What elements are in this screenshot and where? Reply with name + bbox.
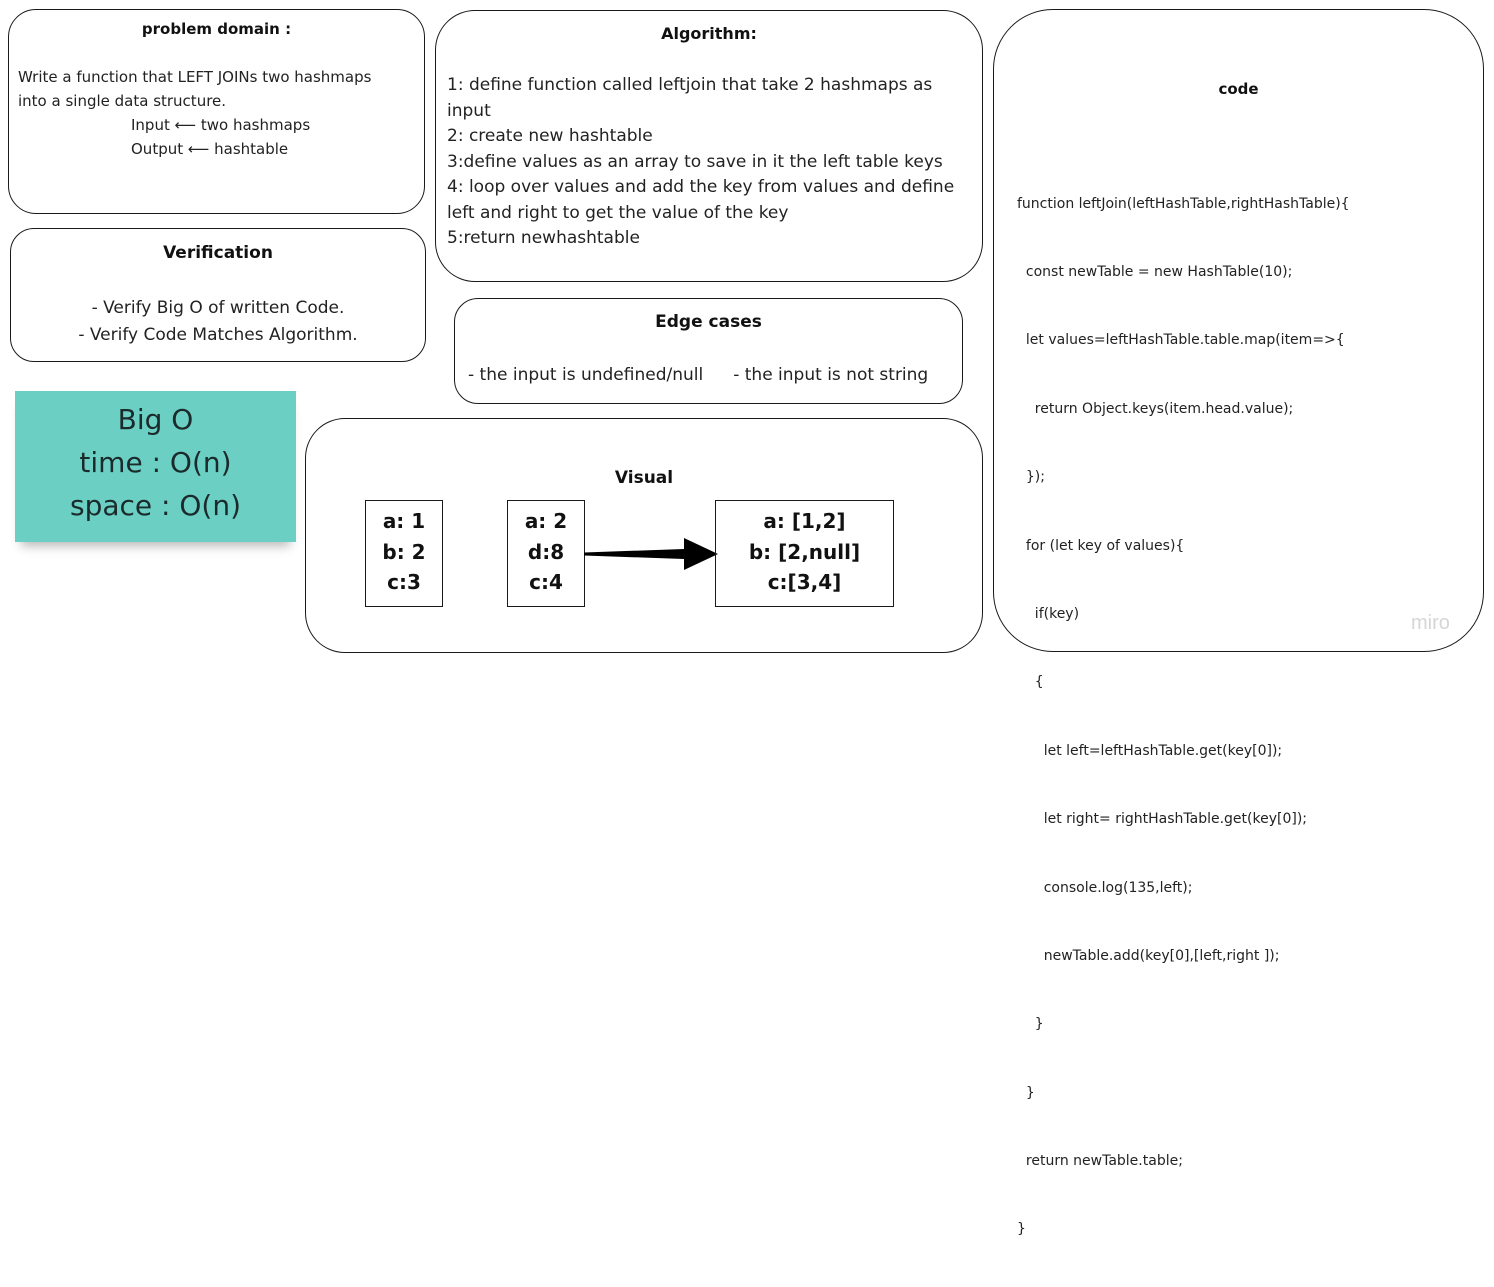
result-hashtable-box: a: [1,2] b: [2,null] c:[3,4]: [715, 500, 894, 607]
big-o-space: space : O(n): [69, 489, 241, 522]
code-line: function leftJoin(leftHashTable,rightHas…: [1017, 195, 1350, 212]
code-line: console.log(135,left);: [1017, 879, 1193, 896]
code-line: }: [1017, 1084, 1035, 1101]
code-title: code: [1218, 80, 1259, 98]
left-hashmap-entry: a: 1: [382, 509, 426, 533]
edge-cases-title: Edge cases: [655, 312, 762, 332]
code-line: }: [1017, 1016, 1044, 1033]
big-o-sticky-note: Big O time : O(n) space : O(n): [15, 391, 296, 542]
result-hashtable-entry: a: [1,2]: [763, 509, 846, 533]
verification-card: Verification - Verify Big O of written C…: [10, 228, 426, 362]
result-hashtable-entry: b: [2,null]: [748, 539, 861, 564]
right-hashmap-entry: c:4: [529, 570, 563, 594]
problem-domain-output: Output ⟵ hashtable: [131, 140, 289, 158]
big-o-text: Big O time : O(n) space : O(n): [15, 398, 296, 527]
code-line: }: [1017, 1221, 1026, 1238]
big-o-heading: Big O: [117, 403, 194, 436]
code-line: return newTable.table;: [1017, 1153, 1183, 1170]
arrow-right-icon: [584, 538, 718, 570]
result-hashtable-entry: c:[3,4]: [767, 570, 842, 594]
code-line: });: [1017, 469, 1045, 486]
verification-title: Verification: [163, 243, 273, 263]
left-hashmap-entry: c:3: [387, 570, 421, 594]
code-line: for (let key of values){: [1017, 537, 1185, 554]
algorithm-card: Algorithm: 1: define function called lef…: [435, 10, 983, 282]
algorithm-steps: 1: define function called leftjoin that …: [447, 73, 972, 252]
algorithm-line: left and right to get the value of the k…: [447, 202, 789, 223]
big-o-time: time : O(n): [79, 446, 232, 479]
verification-line: - Verify Code Matches Algorithm.: [78, 325, 358, 345]
problem-domain-text: Write a function that LEFT JOINs two has…: [18, 65, 418, 161]
visual-title: Visual: [614, 468, 674, 488]
edge-case-item: - the input is undefined/null: [468, 365, 704, 385]
algorithm-line: 3:define values as an array to save in i…: [447, 151, 943, 172]
code-line: let values=leftHashTable.table.map(item=…: [1017, 332, 1345, 349]
problem-domain-line: Write a function that LEFT JOINs two has…: [18, 68, 372, 86]
edge-cases-list: - the input is undefined/null - the input…: [468, 365, 928, 385]
problem-domain-title: problem domain :: [141, 20, 292, 38]
code-line: newTable.add(key[0],[left,right ]);: [1017, 947, 1280, 964]
left-hashmap-entry: b: 2: [382, 539, 426, 564]
algorithm-line: 1: define function called leftjoin that …: [447, 75, 933, 95]
right-hashmap-box: a: 2 d:8 c:4: [507, 500, 585, 607]
edge-case-item: - the input is not string: [733, 365, 929, 385]
algorithm-title: Algorithm:: [661, 24, 757, 43]
problem-domain-line: into a single data structure.: [18, 92, 227, 110]
code-card: code function leftJoin(leftHashTable,rig…: [993, 9, 1484, 1237]
code-line: let left=leftHashTable.get(key[0]);: [1017, 742, 1283, 759]
algorithm-line: 2: create new hashtable: [447, 126, 653, 146]
code-listing: function leftJoin(leftHashTable,rightHas…: [1017, 147, 1350, 1287]
problem-domain-card: problem domain : Write a function that L…: [8, 9, 425, 214]
verification-line: - Verify Big O of written Code.: [91, 298, 345, 318]
code-line: if(key): [1017, 605, 1080, 622]
code-line: {: [1017, 674, 1044, 691]
algorithm-line: input: [447, 100, 491, 121]
algorithm-line: 4: loop over values and add the key from…: [447, 177, 955, 197]
problem-domain-input: Input ⟵ two hashmaps: [131, 116, 311, 134]
right-hashmap-entry: a: 2: [524, 509, 568, 533]
visual-card: Visual a: 1 b: 2 c:3 a: 2 d:8 c:4 a: [1,…: [305, 418, 983, 653]
right-hashmap-entry: d:8: [527, 539, 565, 564]
code-line: let right= rightHashTable.get(key[0]);: [1017, 811, 1308, 828]
edge-cases-card: Edge cases - the input is undefined/null…: [454, 298, 963, 404]
code-line: return Object.keys(item.head.value);: [1017, 400, 1294, 417]
left-hashmap-box: a: 1 b: 2 c:3: [365, 500, 443, 607]
miro-watermark: miro: [1411, 612, 1450, 634]
verification-text: - Verify Big O of written Code. - Verify…: [11, 295, 425, 349]
algorithm-line: 5:return newhashtable: [447, 228, 640, 248]
code-line: const newTable = new HashTable(10);: [1017, 263, 1293, 280]
